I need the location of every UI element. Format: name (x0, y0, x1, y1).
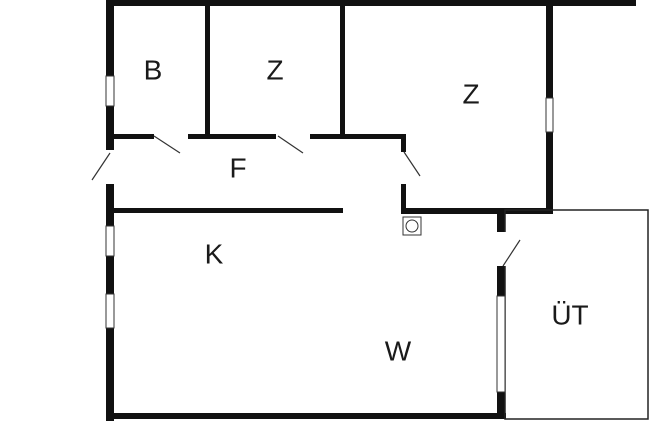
room-label-living: W (385, 335, 412, 366)
window-kitchen-2 (105, 293, 115, 329)
door-gap-bath (154, 133, 188, 140)
room-label-terrace: ÜT (551, 299, 588, 330)
wall-b-z (205, 6, 210, 136)
wall-z-z (340, 6, 345, 136)
wall-bottom (106, 413, 506, 419)
window-room-large (545, 97, 554, 133)
wall-z-bottom (403, 208, 553, 214)
window-terrace (496, 295, 506, 393)
room-label-room-large: Z (462, 78, 479, 109)
door-swing-entry (91, 152, 111, 181)
room-label-kitchen: K (205, 238, 224, 269)
wall-hall-top (114, 134, 406, 139)
door-swing-room-small (277, 135, 304, 154)
wall-left (106, 0, 114, 421)
window-bath (105, 75, 115, 107)
wall-kitchen-hall (114, 208, 343, 213)
room-label-bath: B (144, 54, 163, 85)
door-swing-bath (153, 135, 181, 154)
room-label-hall: F (229, 152, 246, 183)
door-gap-entry (105, 150, 115, 184)
door-gap-room-small (276, 133, 310, 140)
door-swing-terrace (502, 239, 521, 267)
duct-symbol-circle (405, 219, 419, 233)
wall-top (106, 0, 636, 6)
room-label-room-small: Z (266, 54, 283, 85)
door-gap-terrace (496, 232, 506, 266)
door-gap-room-large (400, 152, 407, 184)
window-kitchen-1 (105, 225, 115, 257)
door-swing-room-large (403, 151, 421, 177)
